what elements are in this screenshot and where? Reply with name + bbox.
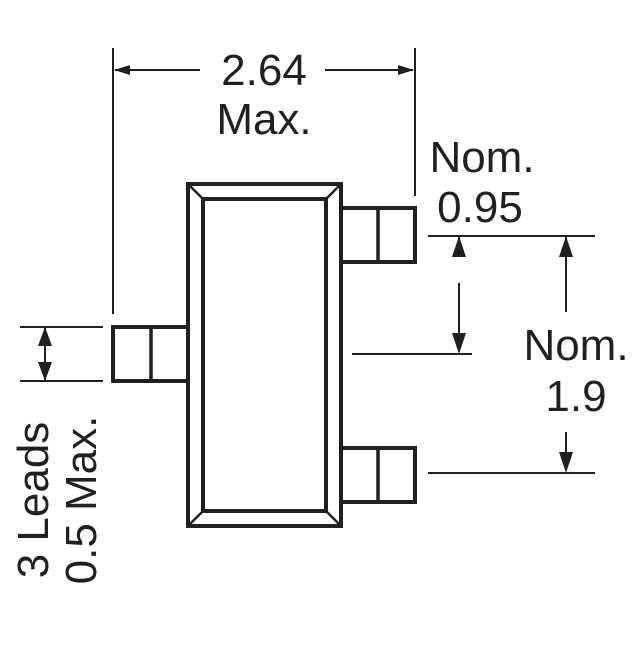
pitch-value-text: 0.95 [437, 183, 523, 232]
width-dimension: 2.64 Max. [112, 46, 416, 314]
span-dimension: Nom. 1.9 [428, 236, 629, 474]
width-value-text: 2.64 [221, 46, 307, 95]
pitch-qualifier-text: Nom. [429, 133, 534, 182]
width-qualifier-text: Max. [216, 95, 311, 144]
package-body [186, 182, 343, 528]
lead-top-right [339, 206, 417, 264]
lead-bottom-right [339, 446, 417, 504]
lead-count-text: 3 Leads [9, 422, 58, 579]
lead-left [111, 325, 190, 383]
lead-width-dimension: 3 Leads 0.5 Max. [9, 326, 106, 585]
span-qualifier-text: Nom. [523, 321, 628, 370]
lead-width-value-text: 0.5 Max. [57, 416, 106, 585]
pitch-dimension: Nom. 0.95 [352, 133, 595, 355]
span-value-text: 1.9 [545, 372, 606, 421]
